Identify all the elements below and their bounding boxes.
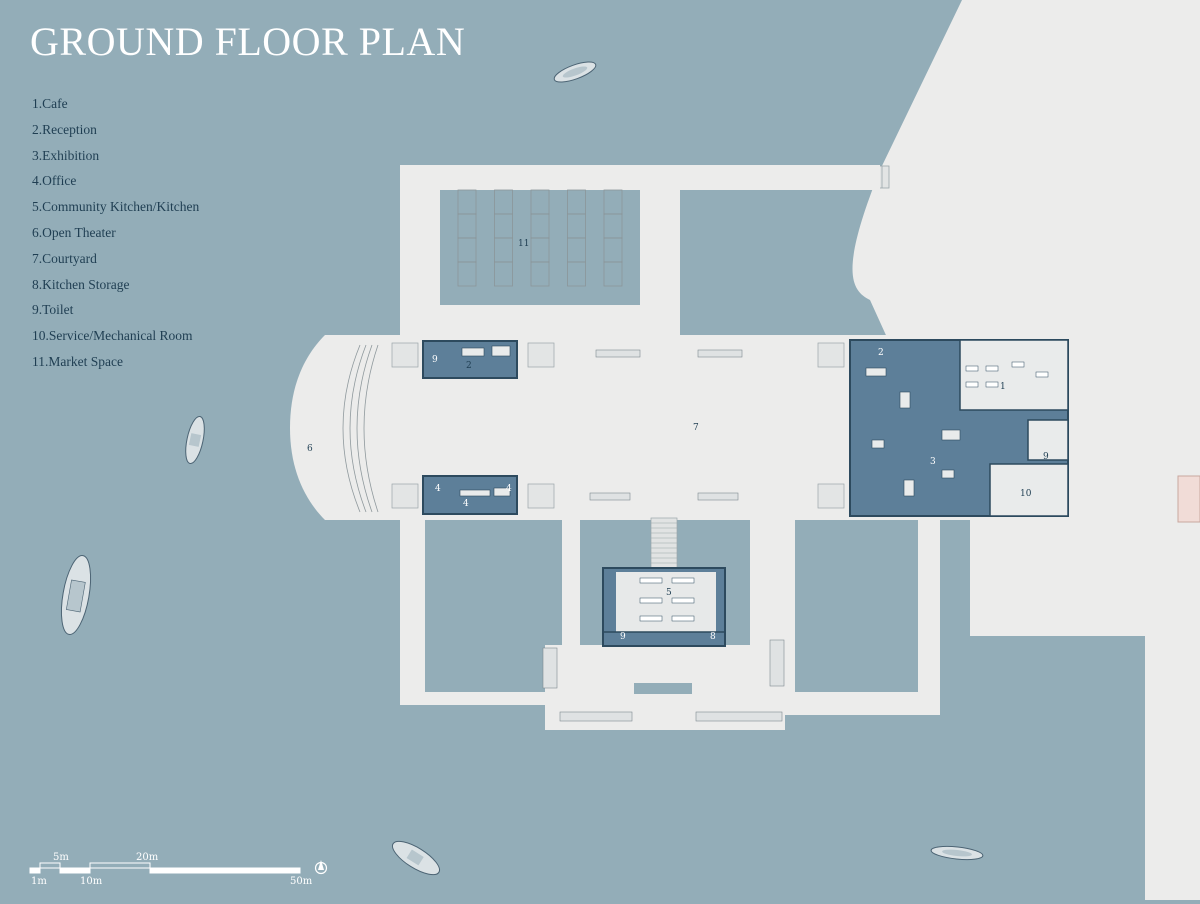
scale-bar: 5m 20m 1m 10m 50m (30, 852, 327, 887)
kitchen-table (640, 598, 662, 603)
room-number-office-a: 4 (435, 484, 441, 494)
legend-item-office: 4.Office (32, 173, 199, 199)
market-stall (495, 214, 513, 238)
room-number-toilet-east: 9 (1043, 452, 1049, 462)
room-number-cafe: 1 (1000, 382, 1006, 392)
room-number-toilet-south: 9 (620, 632, 626, 642)
market-stall (495, 262, 513, 286)
market-stall (531, 262, 549, 286)
room-number-office-b: 4 (463, 499, 469, 509)
room-number-courtyard: 7 (693, 423, 699, 433)
market-stall (531, 214, 549, 238)
legend-item-service-room: 10.Service/Mechanical Room (32, 328, 199, 354)
market-stall (458, 262, 476, 286)
cafe-table (1036, 372, 1048, 377)
boat-icon (931, 844, 984, 861)
legend-item-exhibition: 3.Exhibition (32, 148, 199, 174)
kitchen-table (672, 578, 694, 583)
legend-item-market-space: 11.Market Space (32, 354, 199, 380)
plan-title: GROUND FLOOR PLAN (30, 22, 465, 62)
room-number-reception-north: 2 (466, 361, 472, 371)
legend-item-courtyard: 7.Courtyard (32, 251, 199, 277)
market-stall (568, 238, 586, 262)
market-stall (495, 190, 513, 214)
room-number-reception-east: 2 (878, 348, 884, 358)
kitchen-table (640, 616, 662, 621)
cafe-table (986, 382, 998, 387)
room-number-kitchen: 5 (666, 588, 672, 598)
boat-icon (552, 58, 598, 86)
kitchen-interior (616, 572, 716, 632)
room-number-toilet-north: 9 (432, 355, 438, 365)
legend-item-reception: 2.Reception (32, 122, 199, 148)
market-stall-grid (458, 190, 622, 286)
market-stall (604, 214, 622, 238)
room-number-theater: 6 (307, 444, 313, 454)
kitchen-table (672, 616, 694, 621)
market-stall (531, 190, 549, 214)
scale-label-10m: 10m (80, 876, 103, 887)
room-number-market: 11 (518, 239, 529, 249)
market-stall (604, 238, 622, 262)
market-stall (495, 238, 513, 262)
cafe-table (966, 382, 978, 387)
cafe-table (1012, 362, 1024, 367)
market-stall (458, 190, 476, 214)
scale-label-20m: 20m (136, 852, 159, 863)
cafe-table (966, 366, 978, 371)
scale-label-50m: 50m (290, 876, 313, 887)
market-stall (568, 214, 586, 238)
promenade-step-pond (634, 683, 692, 694)
room-number-exhibition: 3 (930, 457, 936, 467)
kitchen-table (672, 598, 694, 603)
boat-icon (56, 553, 95, 636)
scale-label-5m: 5m (53, 852, 69, 863)
legend-item-open-theater: 6.Open Theater (32, 225, 199, 251)
cafe-area (960, 340, 1068, 410)
kitchen-table (640, 578, 662, 583)
site-edge-marker (1178, 476, 1200, 522)
scale-label-1m: 1m (31, 876, 47, 887)
legend-item-community-kitchen: 5.Community Kitchen/Kitchen (32, 199, 199, 225)
north-pier (400, 165, 880, 345)
market-stall (458, 214, 476, 238)
boat-icon (388, 835, 444, 881)
market-stall (458, 238, 476, 262)
legend-item-toilet: 9.Toilet (32, 302, 199, 328)
market-stall (568, 262, 586, 286)
room-number-storage: 8 (710, 632, 716, 642)
room-legend: 1.Cafe 2.Reception 3.Exhibition 4.Office… (32, 96, 199, 380)
boat-icon (182, 415, 208, 465)
room-number-office-c: 4 (506, 484, 512, 494)
legend-item-kitchen-storage: 8.Kitchen Storage (32, 277, 199, 303)
north-arrow-icon (316, 860, 327, 874)
market-stall (531, 238, 549, 262)
legend-item-cafe: 1.Cafe (32, 96, 199, 122)
cafe-table (986, 366, 998, 371)
room-number-service: 10 (1020, 489, 1032, 499)
market-stall (604, 190, 622, 214)
market-stall (604, 262, 622, 286)
market-stall (568, 190, 586, 214)
